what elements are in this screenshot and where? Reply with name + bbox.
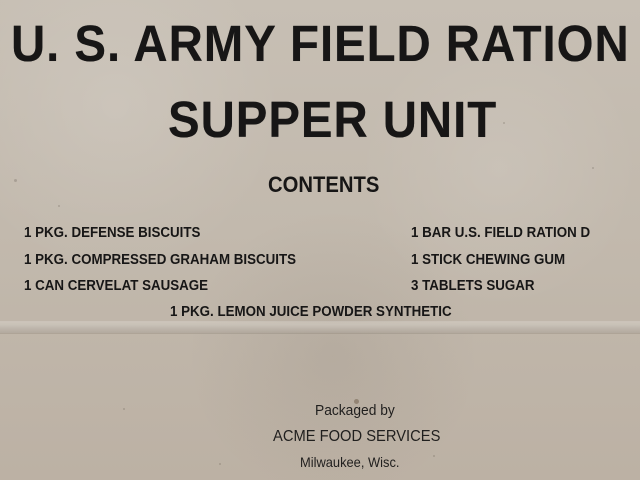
company-name: ACME FOOD SERVICES — [273, 428, 441, 445]
contents-item: 1 BAR U.S. FIELD RATION D — [411, 225, 591, 241]
cardboard-speck — [503, 122, 505, 124]
contents-item: 1 PKG. COMPRESSED GRAHAM BISCUITS — [24, 252, 297, 268]
contents-item: 1 PKG. DEFENSE BISCUITS — [24, 225, 201, 241]
cardboard-speck — [592, 167, 594, 169]
cardboard-speck — [219, 463, 221, 465]
cardboard-speck — [123, 408, 125, 410]
cardboard-speck — [14, 179, 17, 182]
packaged-by-text: Packaged by — [315, 402, 395, 419]
cardboard-speck — [58, 205, 60, 207]
unit-title: SUPPER UNIT — [168, 91, 498, 148]
contents-item: 1 CAN CERVELAT SAUSAGE — [24, 278, 209, 294]
cardboard-fold-line — [0, 322, 640, 333]
company-location: Milwaukee, Wisc. — [300, 454, 400, 470]
cardboard-speck — [433, 455, 435, 457]
contents-item: 1 STICK CHEWING GUM — [411, 252, 566, 268]
cardboard-speck — [354, 399, 359, 404]
contents-heading: CONTENTS — [268, 172, 380, 197]
main-title: U. S. ARMY FIELD RATION K — [11, 15, 640, 72]
contents-item: 1 PKG. LEMON JUICE POWDER SYNTHETIC — [170, 304, 452, 320]
contents-item: 3 TABLETS SUGAR — [411, 278, 535, 294]
